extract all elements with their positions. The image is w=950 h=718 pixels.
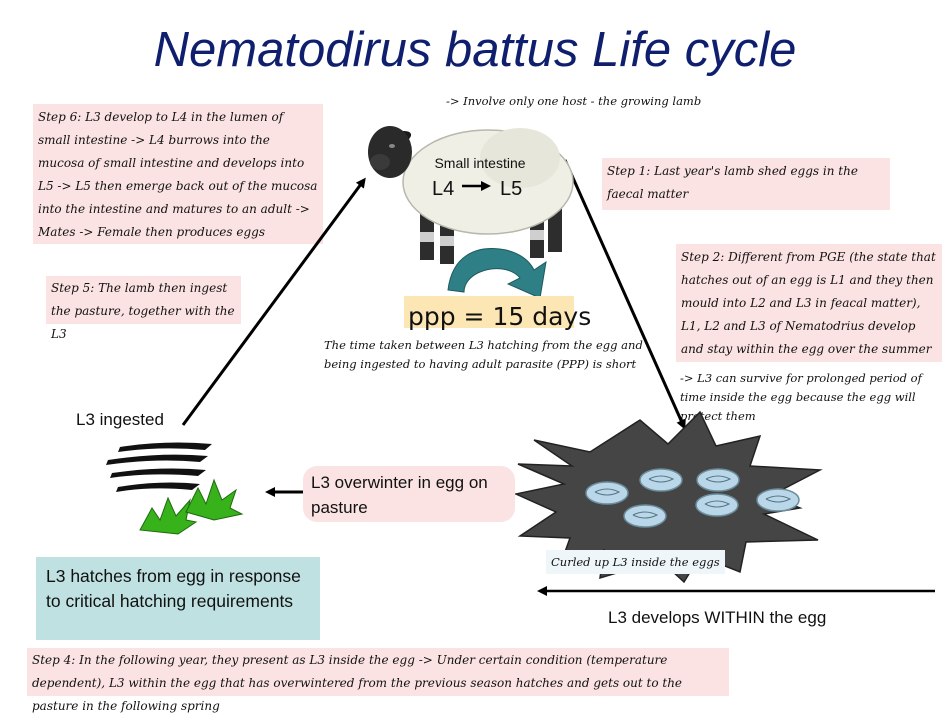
ppp-note: The time taken between L3 hatching from … — [324, 338, 643, 371]
step5-box: Step 5: The lamb then ingest the pasture… — [46, 276, 241, 341]
faeces-icon — [513, 410, 823, 584]
egg-icon — [696, 468, 740, 492]
step2-box: Step 2: Different from PGE (the state th… — [676, 244, 942, 362]
step2-note: -> L3 can survive for prolonged period o… — [680, 371, 922, 423]
ppp-label: ppp = 15 days — [408, 302, 591, 331]
small-intestine-label: Small intestine — [434, 155, 525, 171]
arrow-ingest — [181, 177, 366, 426]
l3-ingested-label: L3 ingested — [76, 410, 164, 429]
curled-label: Curled up L3 inside the eggs — [546, 550, 725, 574]
egg-icon — [695, 493, 739, 517]
egg-icon — [756, 488, 800, 512]
curved-arrow-icon — [447, 248, 547, 299]
step6-box: Step 6: L3 develop to L4 in the lumen of… — [33, 104, 323, 244]
sheep-icon — [368, 126, 574, 264]
egg-icon — [585, 481, 629, 505]
page-title: Nematodirus battus Life cycle — [153, 23, 797, 77]
ppp-highlight — [404, 296, 574, 328]
overwinter-box: L3 overwinter in egg on pasture — [303, 466, 515, 522]
l5-label: L5 — [500, 178, 522, 200]
egg-cluster — [585, 468, 800, 528]
egg-icon — [639, 468, 683, 492]
host-note: -> Involve only one host - the growing l… — [446, 94, 702, 108]
egg-icon — [623, 504, 667, 528]
step1-box: Step 1: Last year's lamb shed eggs in th… — [602, 158, 890, 210]
hatches-box: L3 hatches from egg in response to criti… — [36, 557, 320, 640]
develops-label: L3 develops WITHIN the egg — [608, 608, 827, 627]
arrow-shed-eggs — [563, 159, 686, 430]
grass-icon — [106, 442, 244, 535]
step4-box: Step 4: In the following year, they pres… — [27, 648, 729, 713]
l4-label: L4 — [432, 178, 454, 200]
